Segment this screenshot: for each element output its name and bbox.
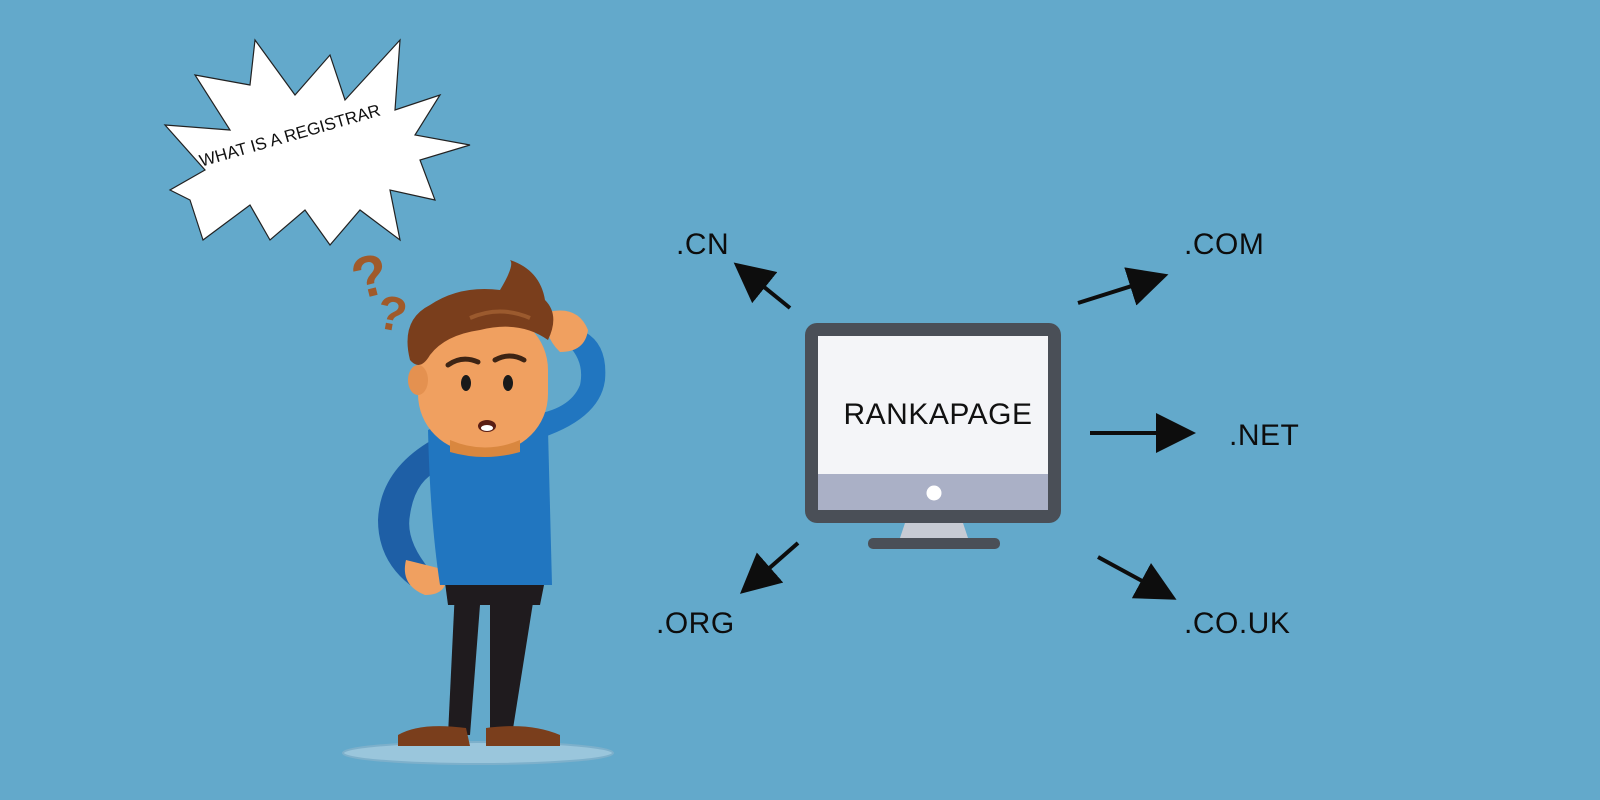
arrow-to-org (739, 541, 800, 594)
arrow-to-couk (1097, 555, 1177, 600)
speech-bubble (163, 38, 471, 246)
arrow-to-com (1077, 267, 1169, 306)
monitor-icon (805, 323, 1061, 549)
monitor-screen-label: RANKAPAGE (843, 398, 1033, 431)
domain-label-cn: .CN (676, 228, 730, 261)
domain-label-com: .COM (1184, 228, 1265, 261)
floor-shadow (342, 741, 614, 765)
confused-man-figure (378, 260, 606, 746)
arrow-to-cn (733, 262, 792, 310)
domain-label-net: .NET (1229, 419, 1300, 452)
domain-label-couk: .CO.UK (1184, 607, 1291, 640)
question-marks-icon: ? ? (345, 241, 411, 343)
domain-label-org: .ORG (656, 607, 735, 640)
